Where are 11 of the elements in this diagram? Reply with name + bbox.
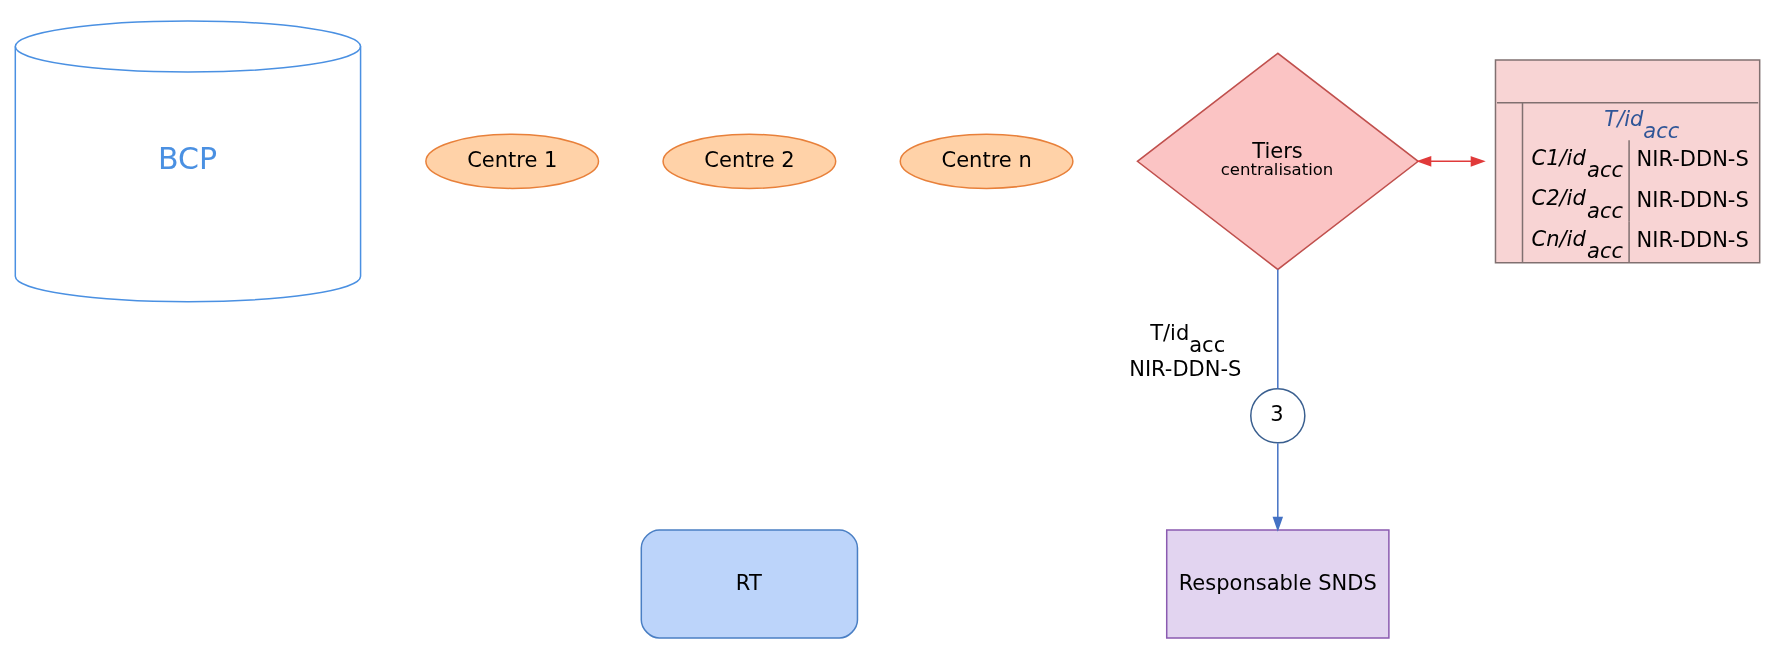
node-ellipse: Centre 1: [425, 133, 600, 190]
node-box: RT: [640, 529, 859, 639]
node-box: Responsable SNDS: [1165, 529, 1390, 639]
node-diamond: Tiers centralisation: [1136, 52, 1420, 271]
node-circle: 3: [1250, 388, 1306, 444]
node-ellipse: Centre 2: [662, 133, 837, 190]
arrow: [1272, 442, 1284, 532]
node-ellipse: Centre n: [899, 133, 1074, 190]
arrow: [1416, 156, 1486, 167]
node-label: NIR-DDN-S: [1129, 355, 1242, 381]
connector: [1277, 268, 1279, 390]
